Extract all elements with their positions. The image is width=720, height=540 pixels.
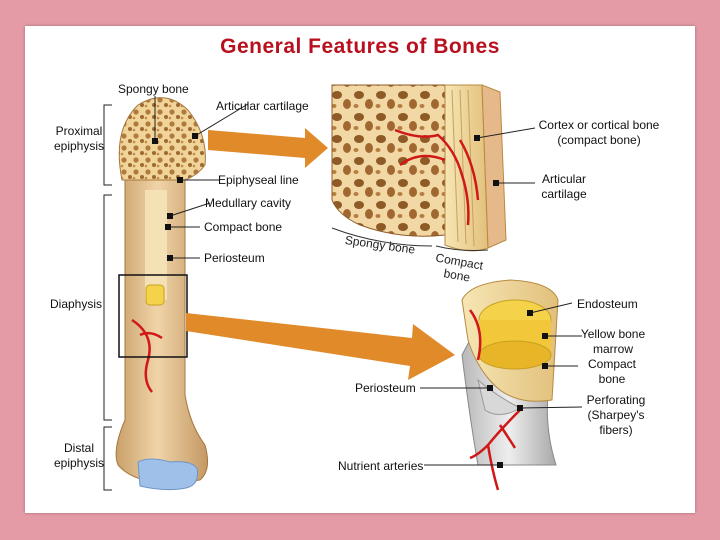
yellow-marrow-cylinder	[145, 284, 165, 306]
label-compact-bone: Compact bone	[204, 220, 283, 234]
lower-arrow	[186, 313, 455, 380]
bone-artery	[131, 318, 163, 393]
compact-underline	[435, 245, 489, 251]
label-endosteum: Endosteum	[577, 297, 638, 311]
label-distal-epiphysis: Distal epiphysis	[53, 441, 105, 470]
spongy-block	[331, 84, 446, 237]
label-epiphyseal-line: Epiphyseal line	[218, 173, 299, 187]
diagram-title: General Features of Bones	[220, 35, 500, 58]
section-vessels	[468, 309, 521, 491]
compact-block	[444, 84, 489, 252]
distal-bracket	[103, 426, 112, 491]
label-articular-cartilage-2: Articular cartilage	[541, 172, 587, 201]
label-cortex: Cortex or cortical bone (compact bone)	[538, 118, 660, 147]
distal-cartilage	[137, 458, 198, 491]
label-medullary-cavity: Medullary cavity	[205, 196, 292, 210]
label-proximal-epiphysis: Proximal epiphysis	[53, 124, 105, 153]
long-bone-shaft	[115, 159, 209, 484]
periosteum-layer	[481, 84, 507, 249]
label-periosteum: Periosteum	[204, 251, 265, 265]
label-perforating: Perforating (Sharpey's fibers)	[586, 393, 646, 437]
label-spongy-bone: Spongy bone	[118, 82, 189, 96]
label-diaphysis: Diaphysis	[50, 297, 103, 311]
medullary-cavity	[145, 190, 167, 300]
yellow-marrow-bottom	[478, 340, 552, 370]
label-compact-bone-2: Compact bone	[587, 357, 637, 386]
label-nutrient-arteries: Nutrient arteries	[338, 459, 424, 473]
upper-arrow	[208, 128, 328, 168]
spongy-underline	[331, 227, 433, 247]
label-periosteum-2: Periosteum	[355, 381, 416, 395]
long-bone-head	[118, 97, 206, 181]
proximal-bracket	[103, 104, 112, 186]
label-yellow-bone-marrow: Yellow bone marrow	[580, 327, 646, 356]
upper-vessels	[394, 128, 480, 226]
label-articular-cartilage: Articular cartilage	[216, 99, 309, 113]
diaphysis-bracket	[103, 194, 112, 421]
